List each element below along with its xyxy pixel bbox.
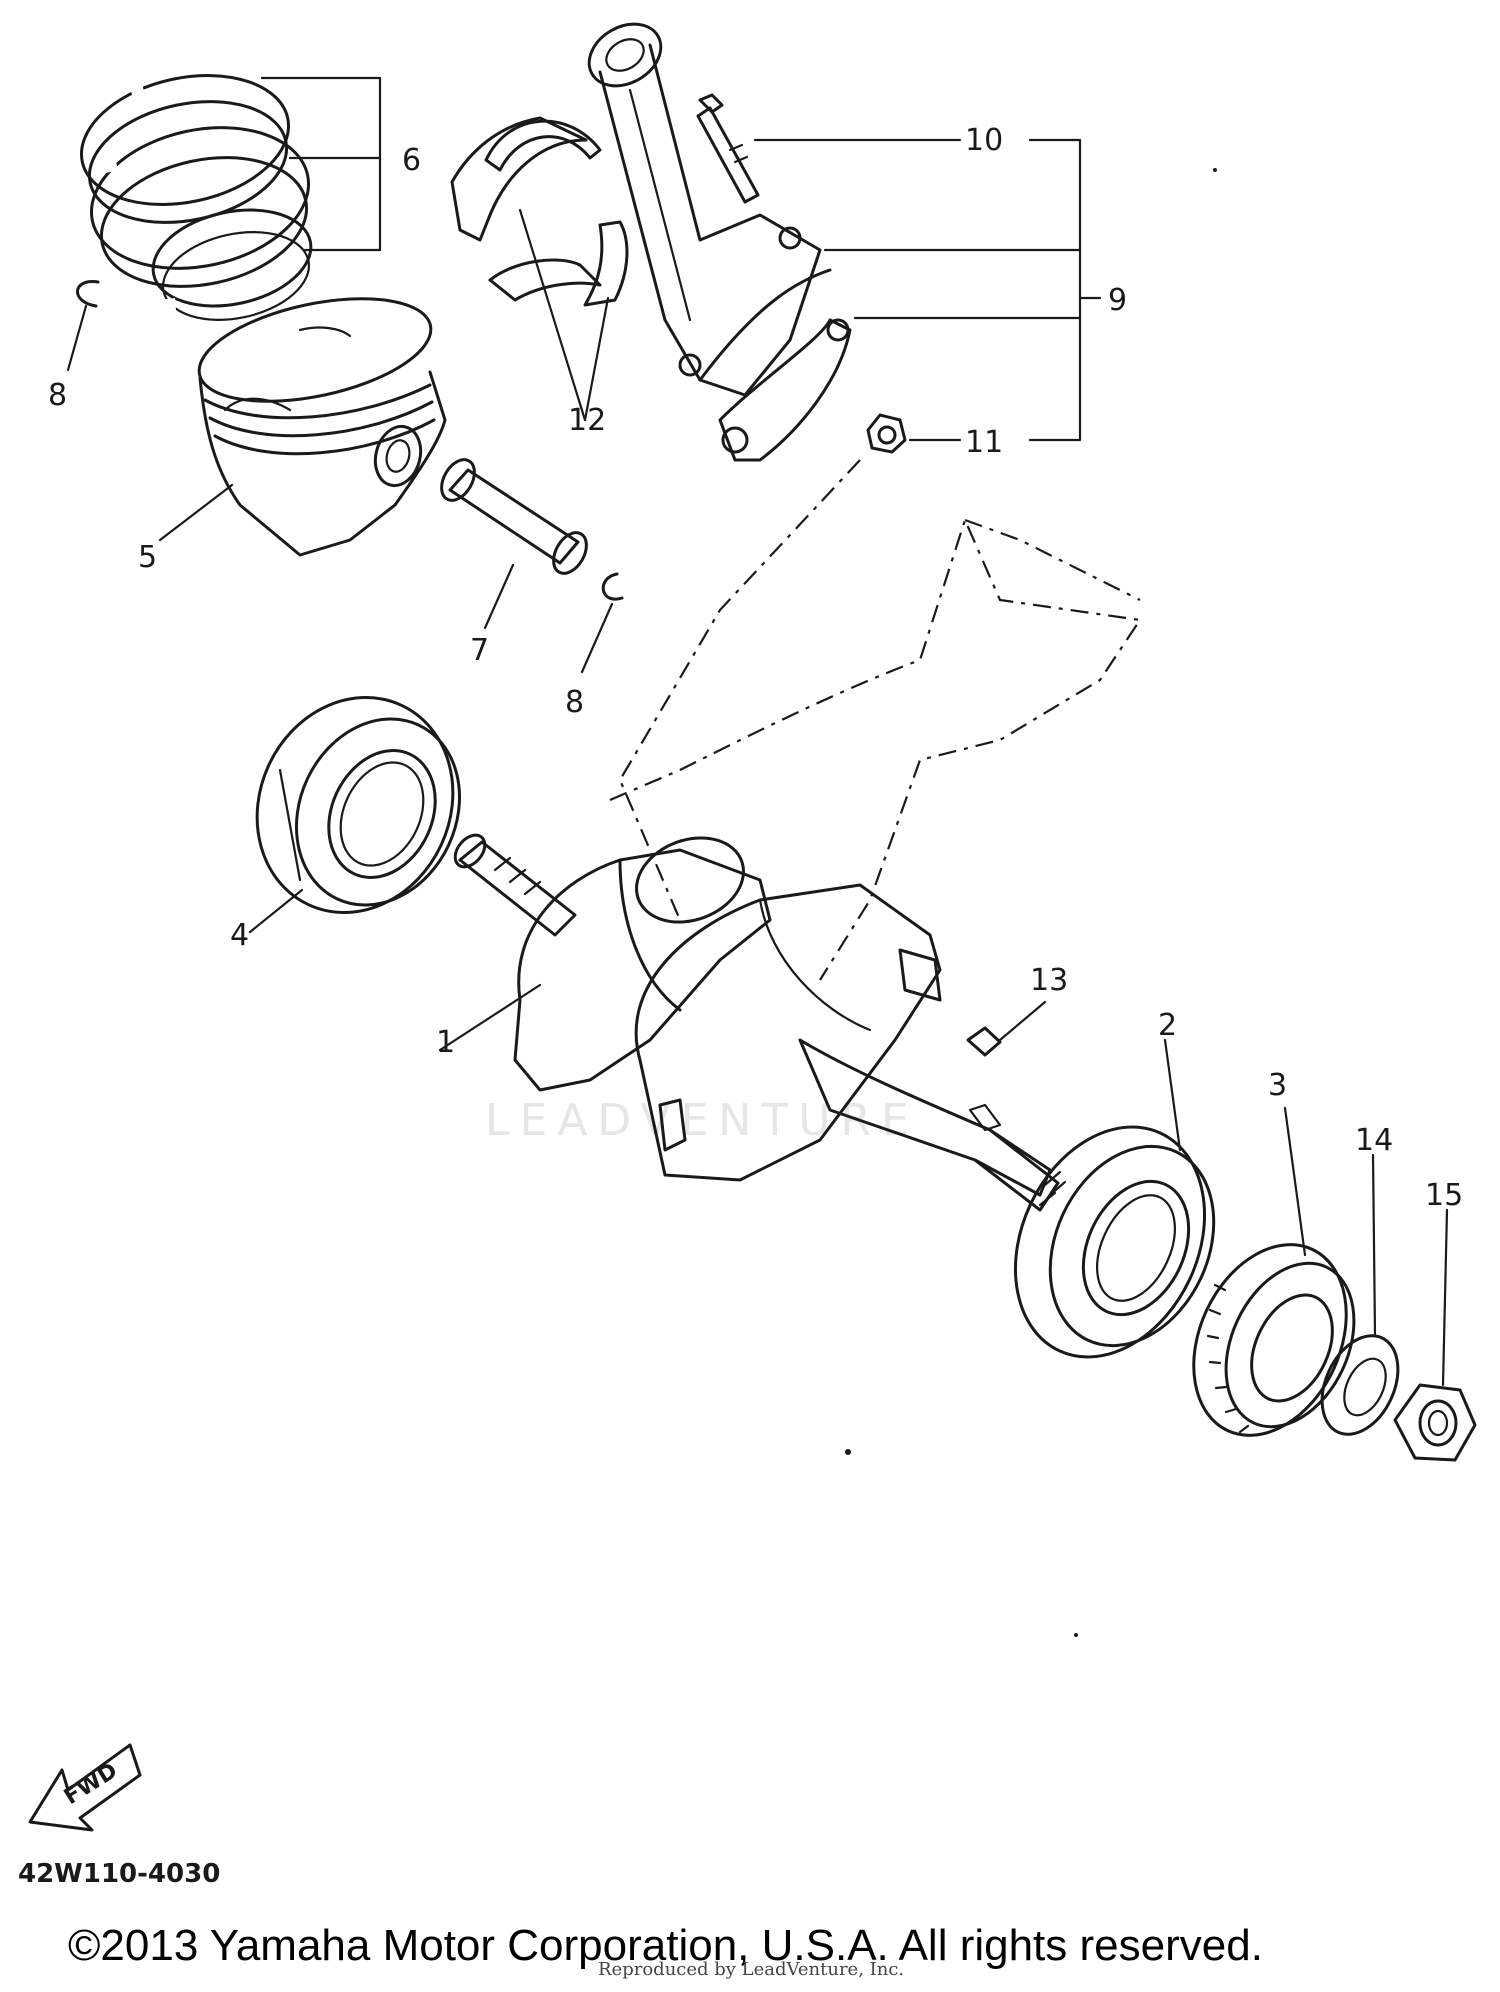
callout-6: 6 xyxy=(402,143,421,178)
crank-bearing-right xyxy=(1013,1125,1216,1359)
part-code: 42W110-4030 xyxy=(18,1859,220,1889)
rod-bolt xyxy=(696,93,760,204)
callout-9: 9 xyxy=(1108,283,1127,318)
piston-pin-clip-right xyxy=(601,572,624,601)
callout-2: 2 xyxy=(1158,1008,1177,1043)
callout-14: 14 xyxy=(1355,1123,1393,1158)
connecting-rod-bearings xyxy=(450,116,629,307)
piston-pin-clip-left xyxy=(76,280,100,308)
callout-10: 10 xyxy=(965,123,1003,158)
callout-8b: 8 xyxy=(565,685,584,720)
callout-12: 12 xyxy=(568,403,606,438)
callout-11: 11 xyxy=(965,425,1003,460)
callout-8a: 8 xyxy=(48,378,67,413)
connecting-rod-cap xyxy=(718,318,852,462)
connecting-rod xyxy=(587,22,832,397)
callout-labels: 1 2 3 4 5 6 7 8 8 9 10 11 13 12 14 15 xyxy=(48,123,1463,1213)
woodruff-key xyxy=(966,1026,1002,1057)
piston xyxy=(197,297,447,557)
crank-nut xyxy=(1393,1383,1477,1462)
callout-13: 13 xyxy=(1030,963,1068,998)
timing-gear xyxy=(1192,1243,1356,1437)
reproduced-note: Reproduced by LeadVenture, Inc. xyxy=(598,1959,904,1980)
piston-rings xyxy=(79,74,313,321)
callout-3: 3 xyxy=(1268,1068,1287,1103)
leader-dashed xyxy=(618,459,861,921)
callout-4: 4 xyxy=(230,918,249,953)
copyright-text: ©2013 Yamaha Motor Corporation, U.S.A. A… xyxy=(68,1921,1263,1970)
callout-15: 15 xyxy=(1425,1178,1463,1213)
rod-nut xyxy=(866,413,907,454)
washer xyxy=(1320,1334,1400,1436)
ghost-rod-outline xyxy=(609,516,1142,981)
callout-7: 7 xyxy=(470,633,489,668)
callout-1: 1 xyxy=(436,1025,455,1060)
callout-5: 5 xyxy=(138,540,157,575)
piston-pin xyxy=(440,458,588,575)
crank-bearing-left xyxy=(255,696,462,914)
watermark: LEADVENTURE xyxy=(485,1095,919,1146)
crankshaft xyxy=(453,833,1067,1212)
fwd-arrow-icon: FWD xyxy=(28,1743,142,1832)
fwd-label: FWD xyxy=(60,1758,122,1810)
